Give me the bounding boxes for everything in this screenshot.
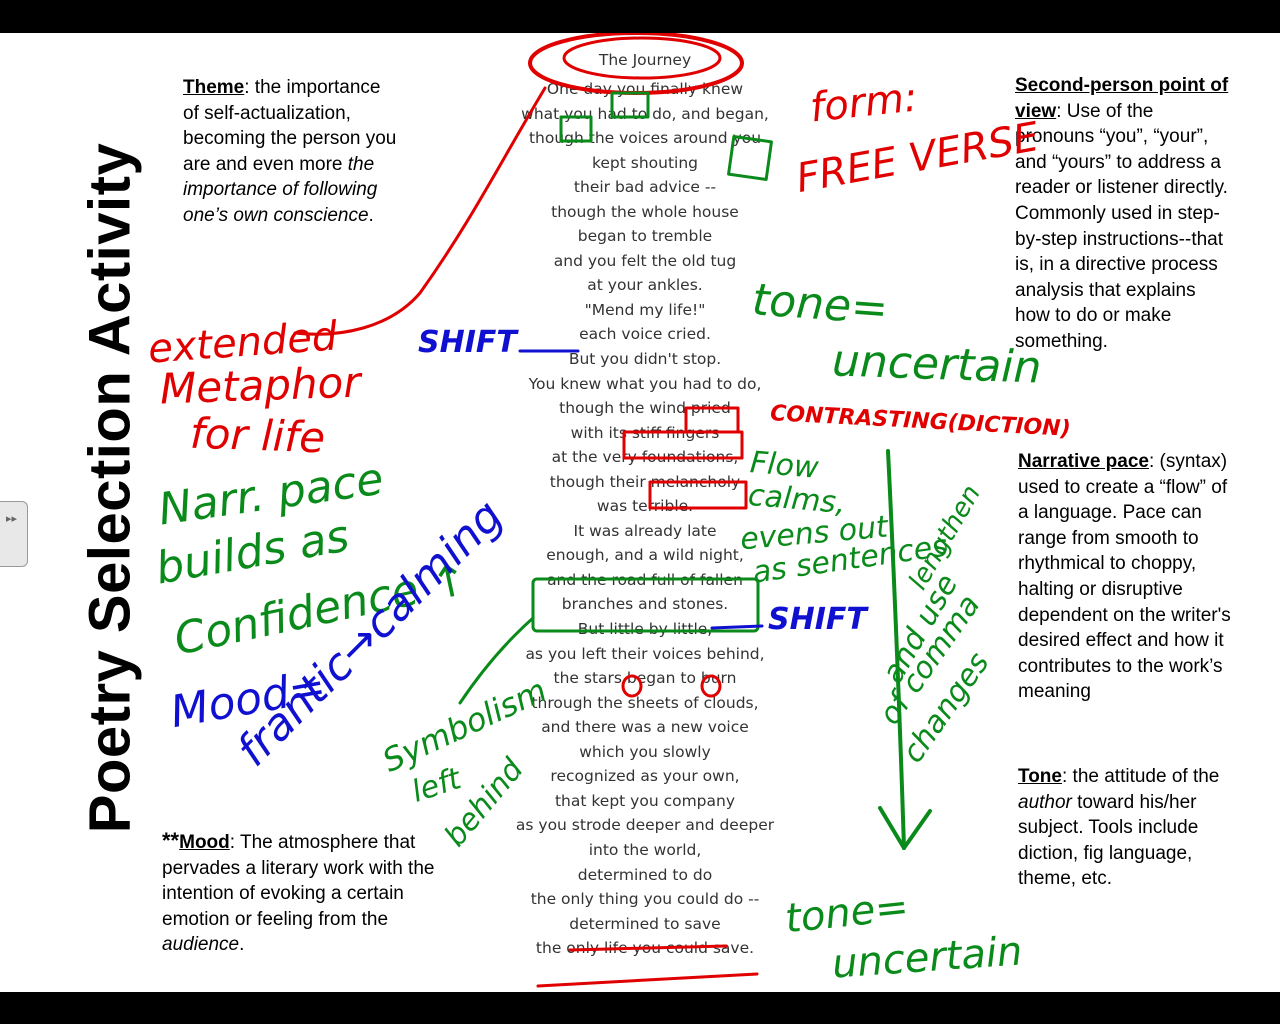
tone-term: Tone [1018,766,1062,787]
poem-line: which you slowly [579,742,711,761]
poem-line: and you felt the old tug [553,251,737,270]
poem-line: with its stiff fingers [570,423,720,442]
mood-italic: audience [162,934,240,956]
slide-title: Poetry Selection Activity [77,142,143,834]
second-person-term: Second-person point of view [1015,75,1229,122]
poem-line: kept shouting [591,153,699,172]
expand-icon: ▸▸ [6,512,18,525]
poem-line: though the wind pried [559,399,731,418]
save-underline-2 [536,972,759,988]
bottom-letterbox [0,992,1280,1024]
tone-definition: Tone: the attitude of the author toward … [1018,764,1233,892]
metaphor-note-3: for life [189,408,326,463]
poem-line: the only thing you could do -- [530,890,760,909]
poem-line: began to tremble [577,227,713,246]
mood-term: Mood [179,832,230,853]
tone-note-1: tone= [750,274,890,335]
uncertain-note-1: uncertain [831,335,1043,394]
poem-line: You knew what you had to do, [528,374,762,393]
tone-note-2: tone= [782,883,911,943]
theme-definition: Theme: the importance of self-actualizat… [183,75,398,229]
poem-line: that kept you company [554,791,736,810]
poem-line: though the whole house [551,202,739,221]
tone-italic: author [1018,791,1072,813]
poem-line: as you strode deeper and deeper [515,816,775,835]
shift-note-2: SHIFT [768,602,867,637]
narrative-pace-text: : (syntax) used to create a “flow” of a … [1018,451,1231,703]
mood-stars: ** [162,828,180,853]
poem-line: their bad advice -- [573,178,717,197]
poem-line: though their melancholy [549,472,741,491]
mood-text-2: . [239,934,245,956]
poem-line: determined to save [569,914,721,933]
poem-line: and the road full of fallen [547,570,743,589]
poem-line: at your ankles. [587,276,703,295]
left-behind-note-1: left [407,761,466,810]
mood-definition: **Mood: The atmosphere that pervades a l… [162,828,437,958]
second-person-text: : Use of the pronouns “you”, “your”, and… [1015,100,1228,352]
narrative-pace-term: Narrative pace [1018,451,1149,472]
poem-line: what you had to do, and began, [521,104,769,123]
poem-line: each voice cried. [579,325,711,344]
metaphor-note-2: Metaphor [159,357,362,414]
mood-text-1: : The atmosphere that pervades a literar… [162,832,435,930]
poem-line: the stars began to burn [553,669,737,688]
poem-title: The Journey [598,51,692,69]
poem-line: as you left their voices behind, [525,644,765,663]
poem-line: though the voices around you [528,129,762,148]
poem-line: "Mend my life!" [584,300,706,319]
poem-line: and there was a new voice [541,718,749,737]
poem-line: enough, and a wild night, [546,546,744,565]
poem-line: into the world, [588,840,702,859]
poem-line: One day you finally knew [546,80,744,98]
slide: Poetry Selection Activity Theme: the imp… [0,33,1280,992]
poem-line: through the sheets of clouds, [531,693,759,712]
theme-term: Theme [183,77,245,98]
poem-line: branches and stones. [561,595,729,614]
side-panel-toggle[interactable]: ▸▸ [0,501,28,567]
poem-line: at the very foundations, [551,448,739,467]
form-note-1: form: [807,74,920,132]
theme-text-2: . [368,204,374,226]
poem: The Journey One day you finally knew what… [500,43,790,961]
pace-note-1: Narr. pace [155,453,387,536]
second-person-definition: Second-person point of view: Use of the … [1015,73,1235,355]
poem-line: the only life you could save. [535,939,755,958]
poem-line: It was already late [573,521,717,540]
tone-text-2: toward his/her subject. Tools include di… [1018,791,1199,890]
tone-text-1: : the attitude of the [1061,766,1220,787]
poem-line: recognized as your own, [550,767,740,786]
pace-arrow-head [878,806,932,850]
uncertain-note-2: uncertain [830,928,1024,988]
narrative-pace-definition: Narrative pace: (syntax) used to create … [1018,449,1233,705]
top-letterbox [0,0,1280,33]
contrasting-note: CONTRASTING(DICTION) [769,401,1072,442]
poem-line: But you didn't stop. [568,350,722,369]
shift-note-1: SHIFT [418,325,517,360]
poem-line: But little by little, [577,620,713,639]
poem-line: determined to do [577,865,713,884]
